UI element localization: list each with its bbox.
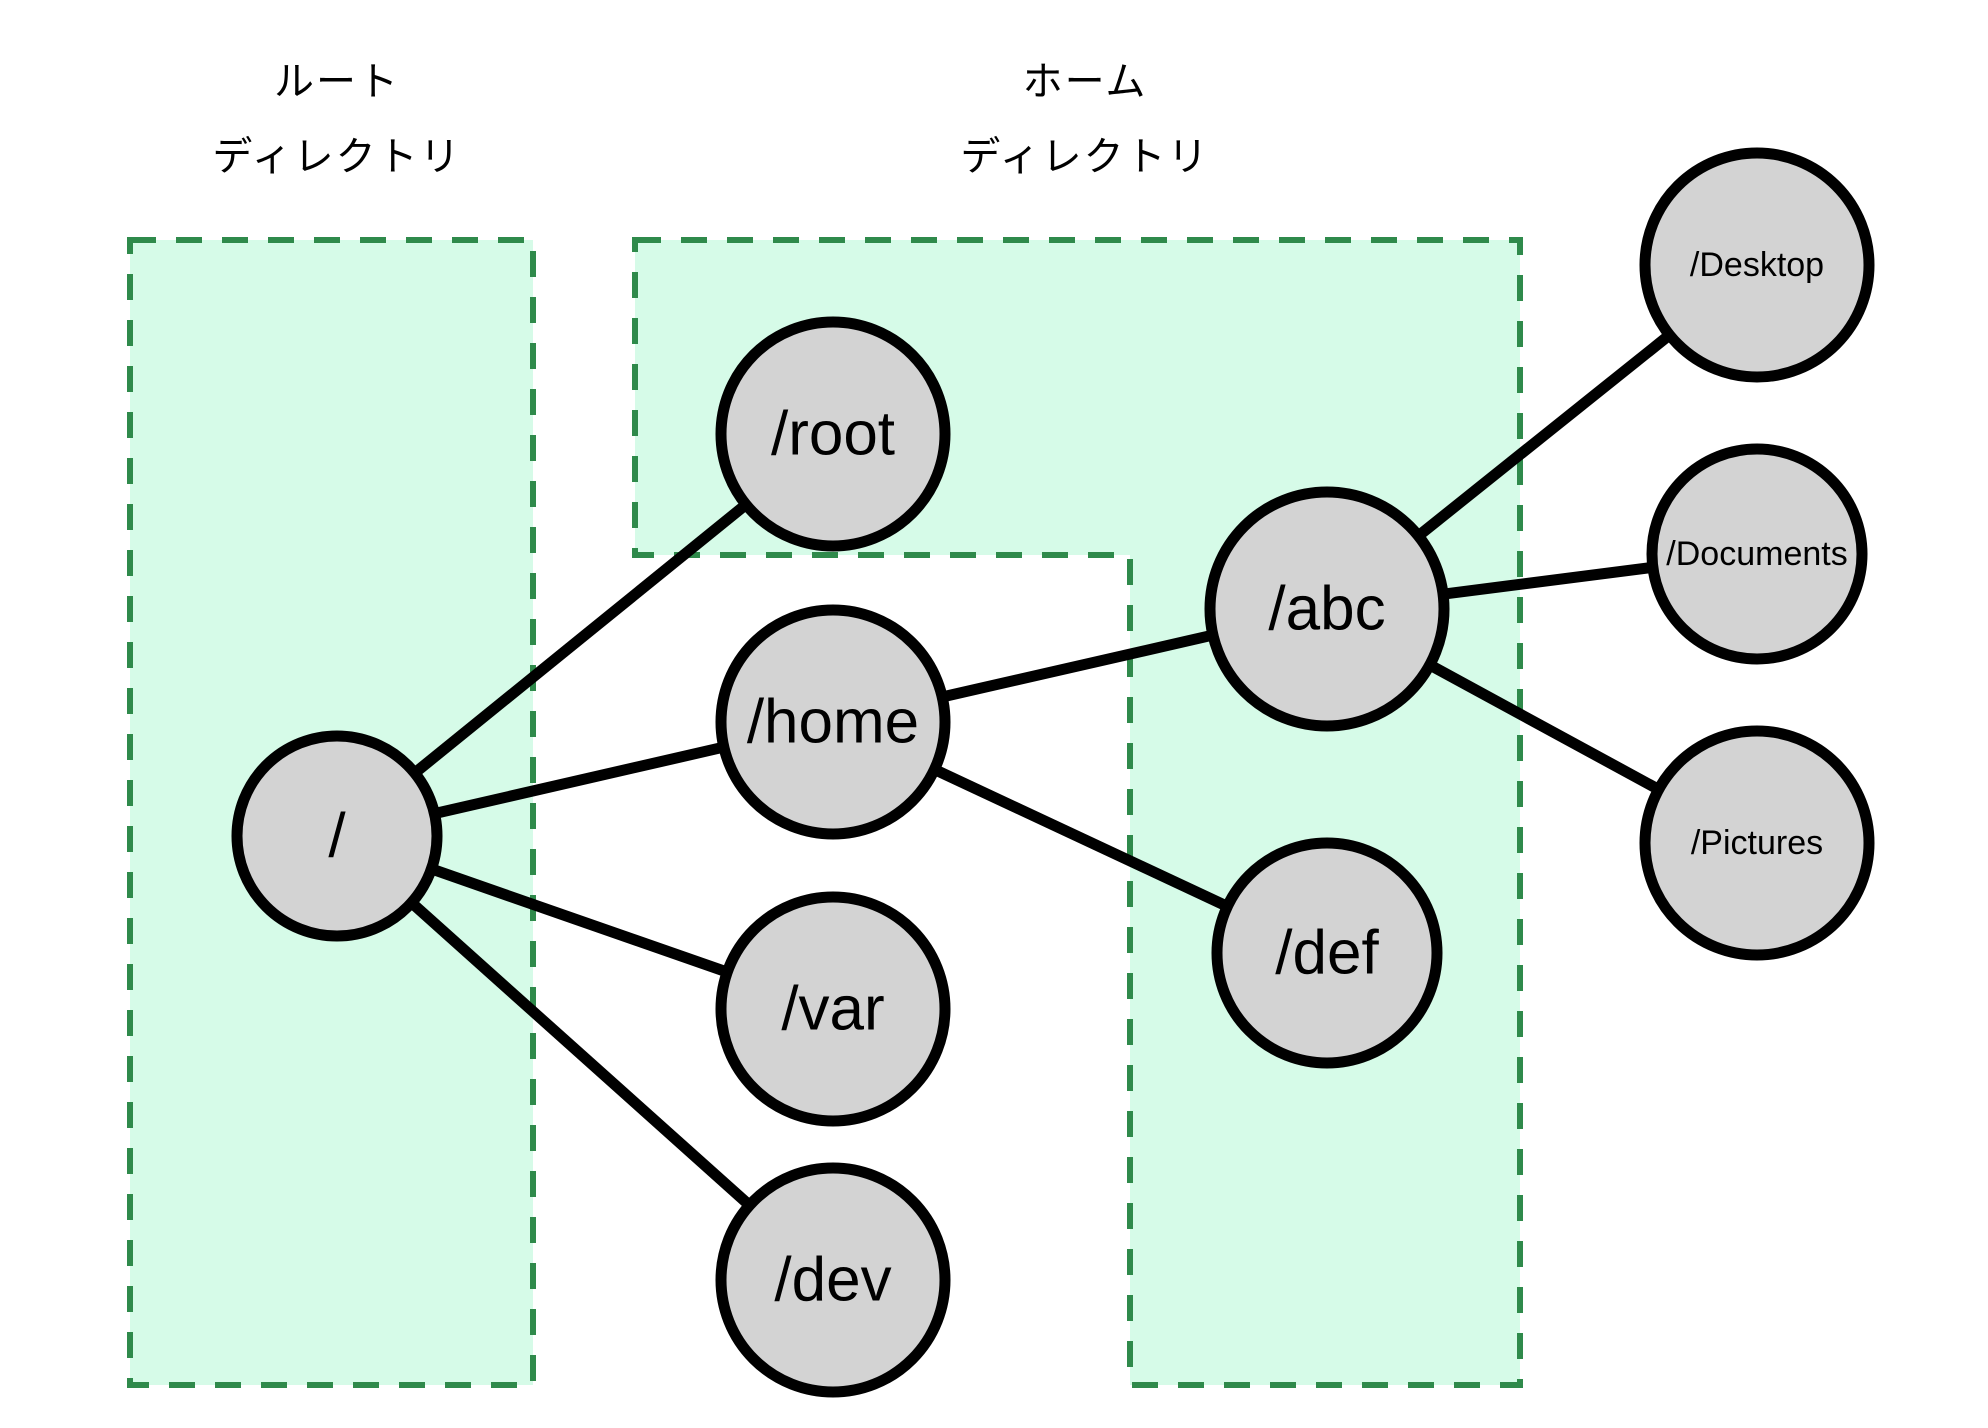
node-circle-desktop[interactable] xyxy=(1639,147,1875,383)
node-label-root-home: /root xyxy=(771,400,895,469)
node-circle-dev[interactable] xyxy=(715,1162,951,1398)
root-directory-caption-line1: ルート xyxy=(274,60,400,104)
node-layer: / /root/home/var/dev/abc/def/Desktop/Docu… xyxy=(231,147,1875,1398)
node-circle-root[interactable] xyxy=(231,730,443,942)
node-circle-root-home[interactable] xyxy=(715,316,951,552)
home-directory-caption-line1: ホーム xyxy=(1023,60,1148,104)
node-circle-documents[interactable] xyxy=(1646,443,1868,665)
home-directory-caption-line2: ディレクトリ xyxy=(960,135,1209,179)
node-label-desktop: /Desktop xyxy=(1690,246,1824,284)
node-circle-pictures[interactable] xyxy=(1639,725,1875,961)
node-root-home[interactable]: /root xyxy=(715,316,951,552)
edge-abc-to-pictures xyxy=(1423,658,1665,797)
node-var[interactable]: /var xyxy=(715,891,951,1127)
node-circle-home[interactable] xyxy=(715,604,951,840)
node-documents[interactable]: /Documents xyxy=(1646,443,1868,665)
root-directory-caption-line2: ディレクトリ xyxy=(212,135,461,179)
node-circle-def[interactable] xyxy=(1211,837,1443,1069)
edge-layer xyxy=(404,328,1677,1213)
node-desktop[interactable]: /Desktop xyxy=(1639,147,1875,383)
node-pictures[interactable]: /Pictures xyxy=(1639,725,1875,961)
node-label-var: /var xyxy=(781,975,884,1044)
edge-root-to-dev xyxy=(404,895,757,1213)
edge-abc-to-desktop xyxy=(1411,328,1677,543)
node-home[interactable]: /home xyxy=(715,604,951,840)
edge-root-to-var xyxy=(425,862,733,979)
node-abc[interactable]: /abc xyxy=(1204,486,1450,732)
node-label-documents: /Documents xyxy=(1666,535,1847,573)
edge-root-to-root-home xyxy=(408,497,753,780)
node-circle-var[interactable] xyxy=(715,891,951,1127)
node-label-root: / xyxy=(328,802,346,871)
node-label-pictures: /Pictures xyxy=(1691,824,1823,862)
region-caption-layer: ルート ディレクトリ ホーム ディレクトリ xyxy=(212,60,1209,179)
node-root[interactable]: / xyxy=(231,730,443,942)
node-label-dev: /dev xyxy=(774,1246,891,1315)
node-dev[interactable]: /dev xyxy=(715,1162,951,1398)
node-circle-abc[interactable] xyxy=(1204,486,1450,732)
node-def[interactable]: /def xyxy=(1211,837,1443,1069)
node-label-abc: /abc xyxy=(1268,575,1385,644)
node-label-def: /def xyxy=(1275,919,1379,988)
node-label-home: /home xyxy=(747,688,919,757)
edge-home-to-abc xyxy=(937,628,1219,704)
edge-root-to-home xyxy=(429,740,729,820)
edge-abc-to-documents xyxy=(1438,561,1658,601)
edge-home-to-def xyxy=(928,762,1234,914)
